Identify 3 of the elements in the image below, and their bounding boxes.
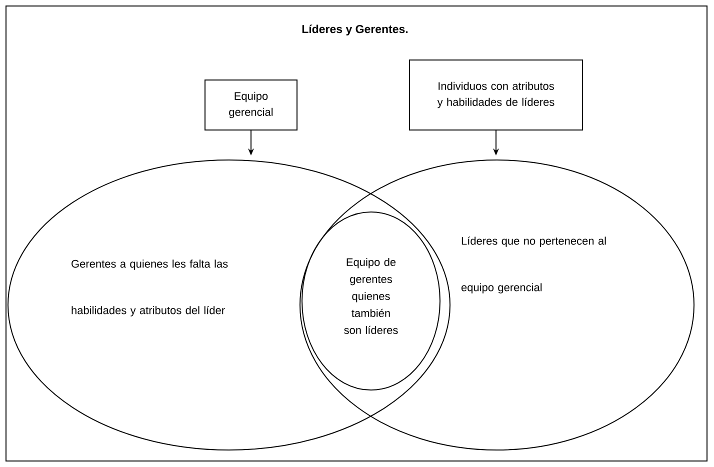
title: Líderes y Gerentes.: [302, 24, 408, 36]
text-box: Individuos con atributos y habilidades de líderes: [409, 60, 583, 130]
text-box: Equipo gerencial: [204, 80, 298, 130]
